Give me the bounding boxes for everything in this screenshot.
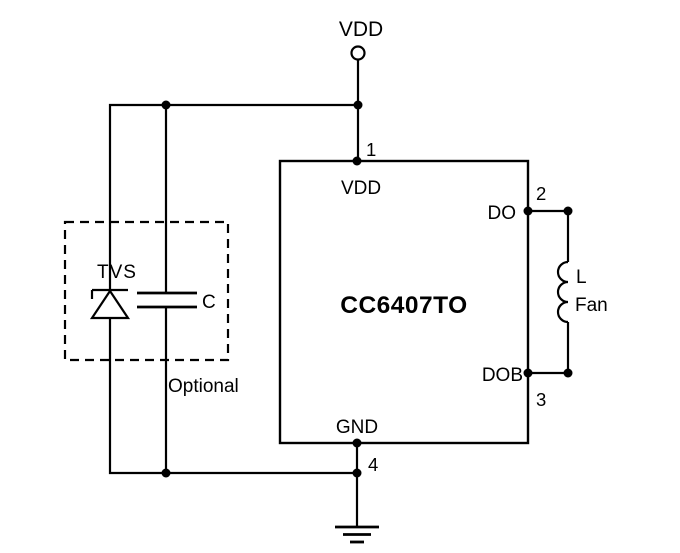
vdd-terminal-circle bbox=[350, 45, 366, 61]
pin-2-label: DO bbox=[488, 203, 517, 224]
junction-dot bbox=[353, 100, 363, 110]
inductor-label: L bbox=[576, 267, 587, 288]
inductor-symbol bbox=[556, 260, 569, 324]
fan-label: Fan bbox=[575, 295, 608, 316]
pin-4-number: 4 bbox=[368, 454, 378, 475]
junction-dot bbox=[161, 100, 171, 110]
junction-dots bbox=[161, 100, 573, 478]
pin-1-label: VDD bbox=[341, 178, 381, 199]
pin-3-label: DOB bbox=[482, 365, 523, 386]
junction-dot bbox=[161, 468, 171, 478]
pin-1-number: 1 bbox=[366, 139, 376, 160]
tvs-label: TVS bbox=[97, 262, 137, 283]
pin-3-number: 3 bbox=[536, 389, 546, 410]
pin-2-number: 2 bbox=[536, 183, 546, 204]
junction-dot bbox=[352, 438, 362, 448]
junction-dot bbox=[352, 156, 362, 166]
capacitor-label: C bbox=[202, 292, 216, 313]
optional-dashed-box bbox=[63, 220, 230, 362]
optional-label: Optional bbox=[168, 376, 239, 397]
junction-dot bbox=[563, 206, 573, 216]
chip-body bbox=[278, 159, 530, 445]
chip-name: CC6407TO bbox=[340, 292, 467, 319]
junction-dot bbox=[352, 468, 362, 478]
junction-dot bbox=[523, 368, 533, 378]
junction-dot bbox=[563, 368, 573, 378]
junction-dot bbox=[523, 206, 533, 216]
tvs-triangle bbox=[89, 289, 131, 320]
capacitor-symbol bbox=[137, 291, 197, 309]
ground-symbol bbox=[335, 525, 379, 544]
pin-4-label: GND bbox=[336, 417, 378, 438]
vdd-rail-label: VDD bbox=[339, 18, 383, 41]
tvs-diode-symbol bbox=[89, 288, 131, 320]
